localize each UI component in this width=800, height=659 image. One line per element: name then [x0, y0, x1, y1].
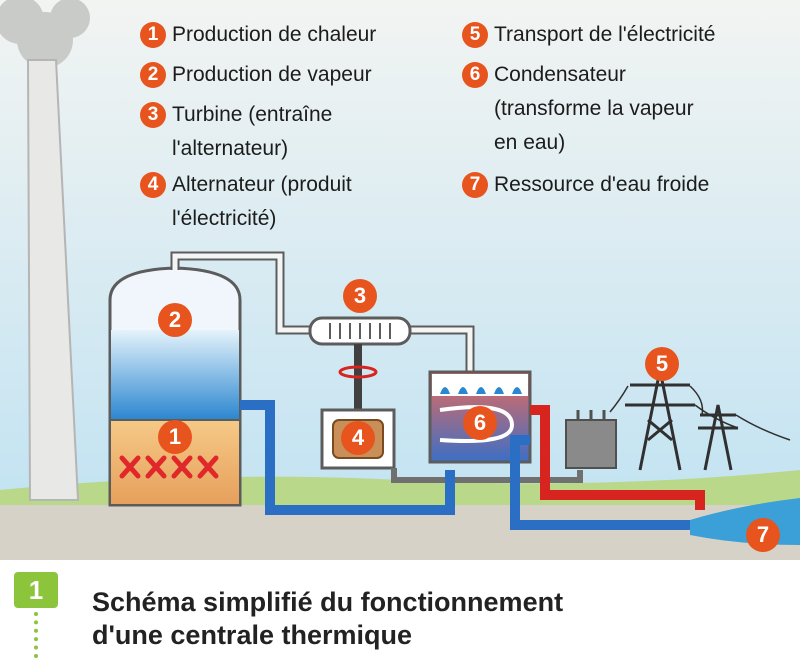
legend-text: Alternateur (produit — [172, 173, 352, 196]
alternator-cable — [391, 468, 583, 483]
caption-number: 1 — [14, 572, 58, 608]
cold-return-pipe — [240, 400, 455, 515]
legend-badge: 4 — [140, 172, 166, 198]
power-plant-scene — [0, 0, 800, 560]
legend-text: Transport de l'électricité — [494, 23, 716, 46]
cold-pipe — [510, 435, 700, 530]
legend-text: Ressource d'eau froide — [494, 173, 710, 196]
hot-pipe — [530, 405, 705, 510]
shaft — [354, 344, 362, 414]
legend-badge: 1 — [140, 22, 166, 48]
legend-item-1: 1 Production de chaleur — [140, 22, 376, 48]
legend-text: Production de vapeur — [172, 63, 372, 86]
legend-item-7: 7 Ressource d'eau froide — [462, 172, 709, 198]
legend-text: (transforme la vapeur — [494, 97, 694, 120]
caption-title: Schéma simplifié du fonctionnement d'une… — [92, 586, 563, 652]
marker-3: 3 — [343, 279, 377, 313]
legend-badge: 3 — [140, 102, 166, 128]
legend-item-3: 3 Turbine (entraîne l'alternateur) — [140, 102, 332, 162]
legend-item-6: 6 Condensateur (transforme la vapeur en … — [462, 62, 694, 156]
pylon-small — [698, 404, 738, 471]
caption-dotted-line — [34, 612, 42, 658]
smoke — [0, 0, 90, 68]
legend-text: Condensateur — [494, 63, 626, 86]
legend-item-5: 5 Transport de l'électricité — [462, 22, 715, 48]
caption-area — [0, 560, 800, 659]
legend-badge: 7 — [462, 172, 488, 198]
transformer — [565, 410, 617, 469]
marker-7: 7 — [746, 518, 780, 552]
rotation-arrow — [338, 365, 378, 379]
legend-text: Production de chaleur — [172, 23, 377, 46]
marker-4: 4 — [341, 421, 375, 455]
boiler — [108, 266, 242, 507]
marker-5: 5 — [645, 347, 679, 381]
legend-badge: 6 — [462, 62, 488, 88]
chimney — [26, 59, 80, 501]
legend-text: l'électricité) — [172, 207, 277, 230]
marker-2: 2 — [158, 303, 192, 337]
legend-badge: 5 — [462, 22, 488, 48]
legend-item-2: 2 Production de vapeur — [140, 62, 372, 88]
caption-line-1: Schéma simplifié du fonctionnement — [92, 587, 564, 617]
turbine — [308, 316, 412, 346]
legend-text: en eau) — [494, 131, 566, 154]
flames — [119, 455, 219, 479]
marker-1: 1 — [158, 420, 192, 454]
power-lines — [609, 385, 791, 441]
legend-item-4: 4 Alternateur (produit l'électricité) — [140, 172, 352, 232]
legend: 1 Production de chaleur 2 Production de … — [0, 0, 800, 240]
caption-line-2: d'une centrale thermique — [92, 620, 412, 650]
legend-text: Turbine (entraîne — [172, 103, 333, 126]
legend-badge: 2 — [140, 62, 166, 88]
legend-text: l'alternateur) — [172, 137, 289, 160]
marker-6: 6 — [463, 406, 497, 440]
